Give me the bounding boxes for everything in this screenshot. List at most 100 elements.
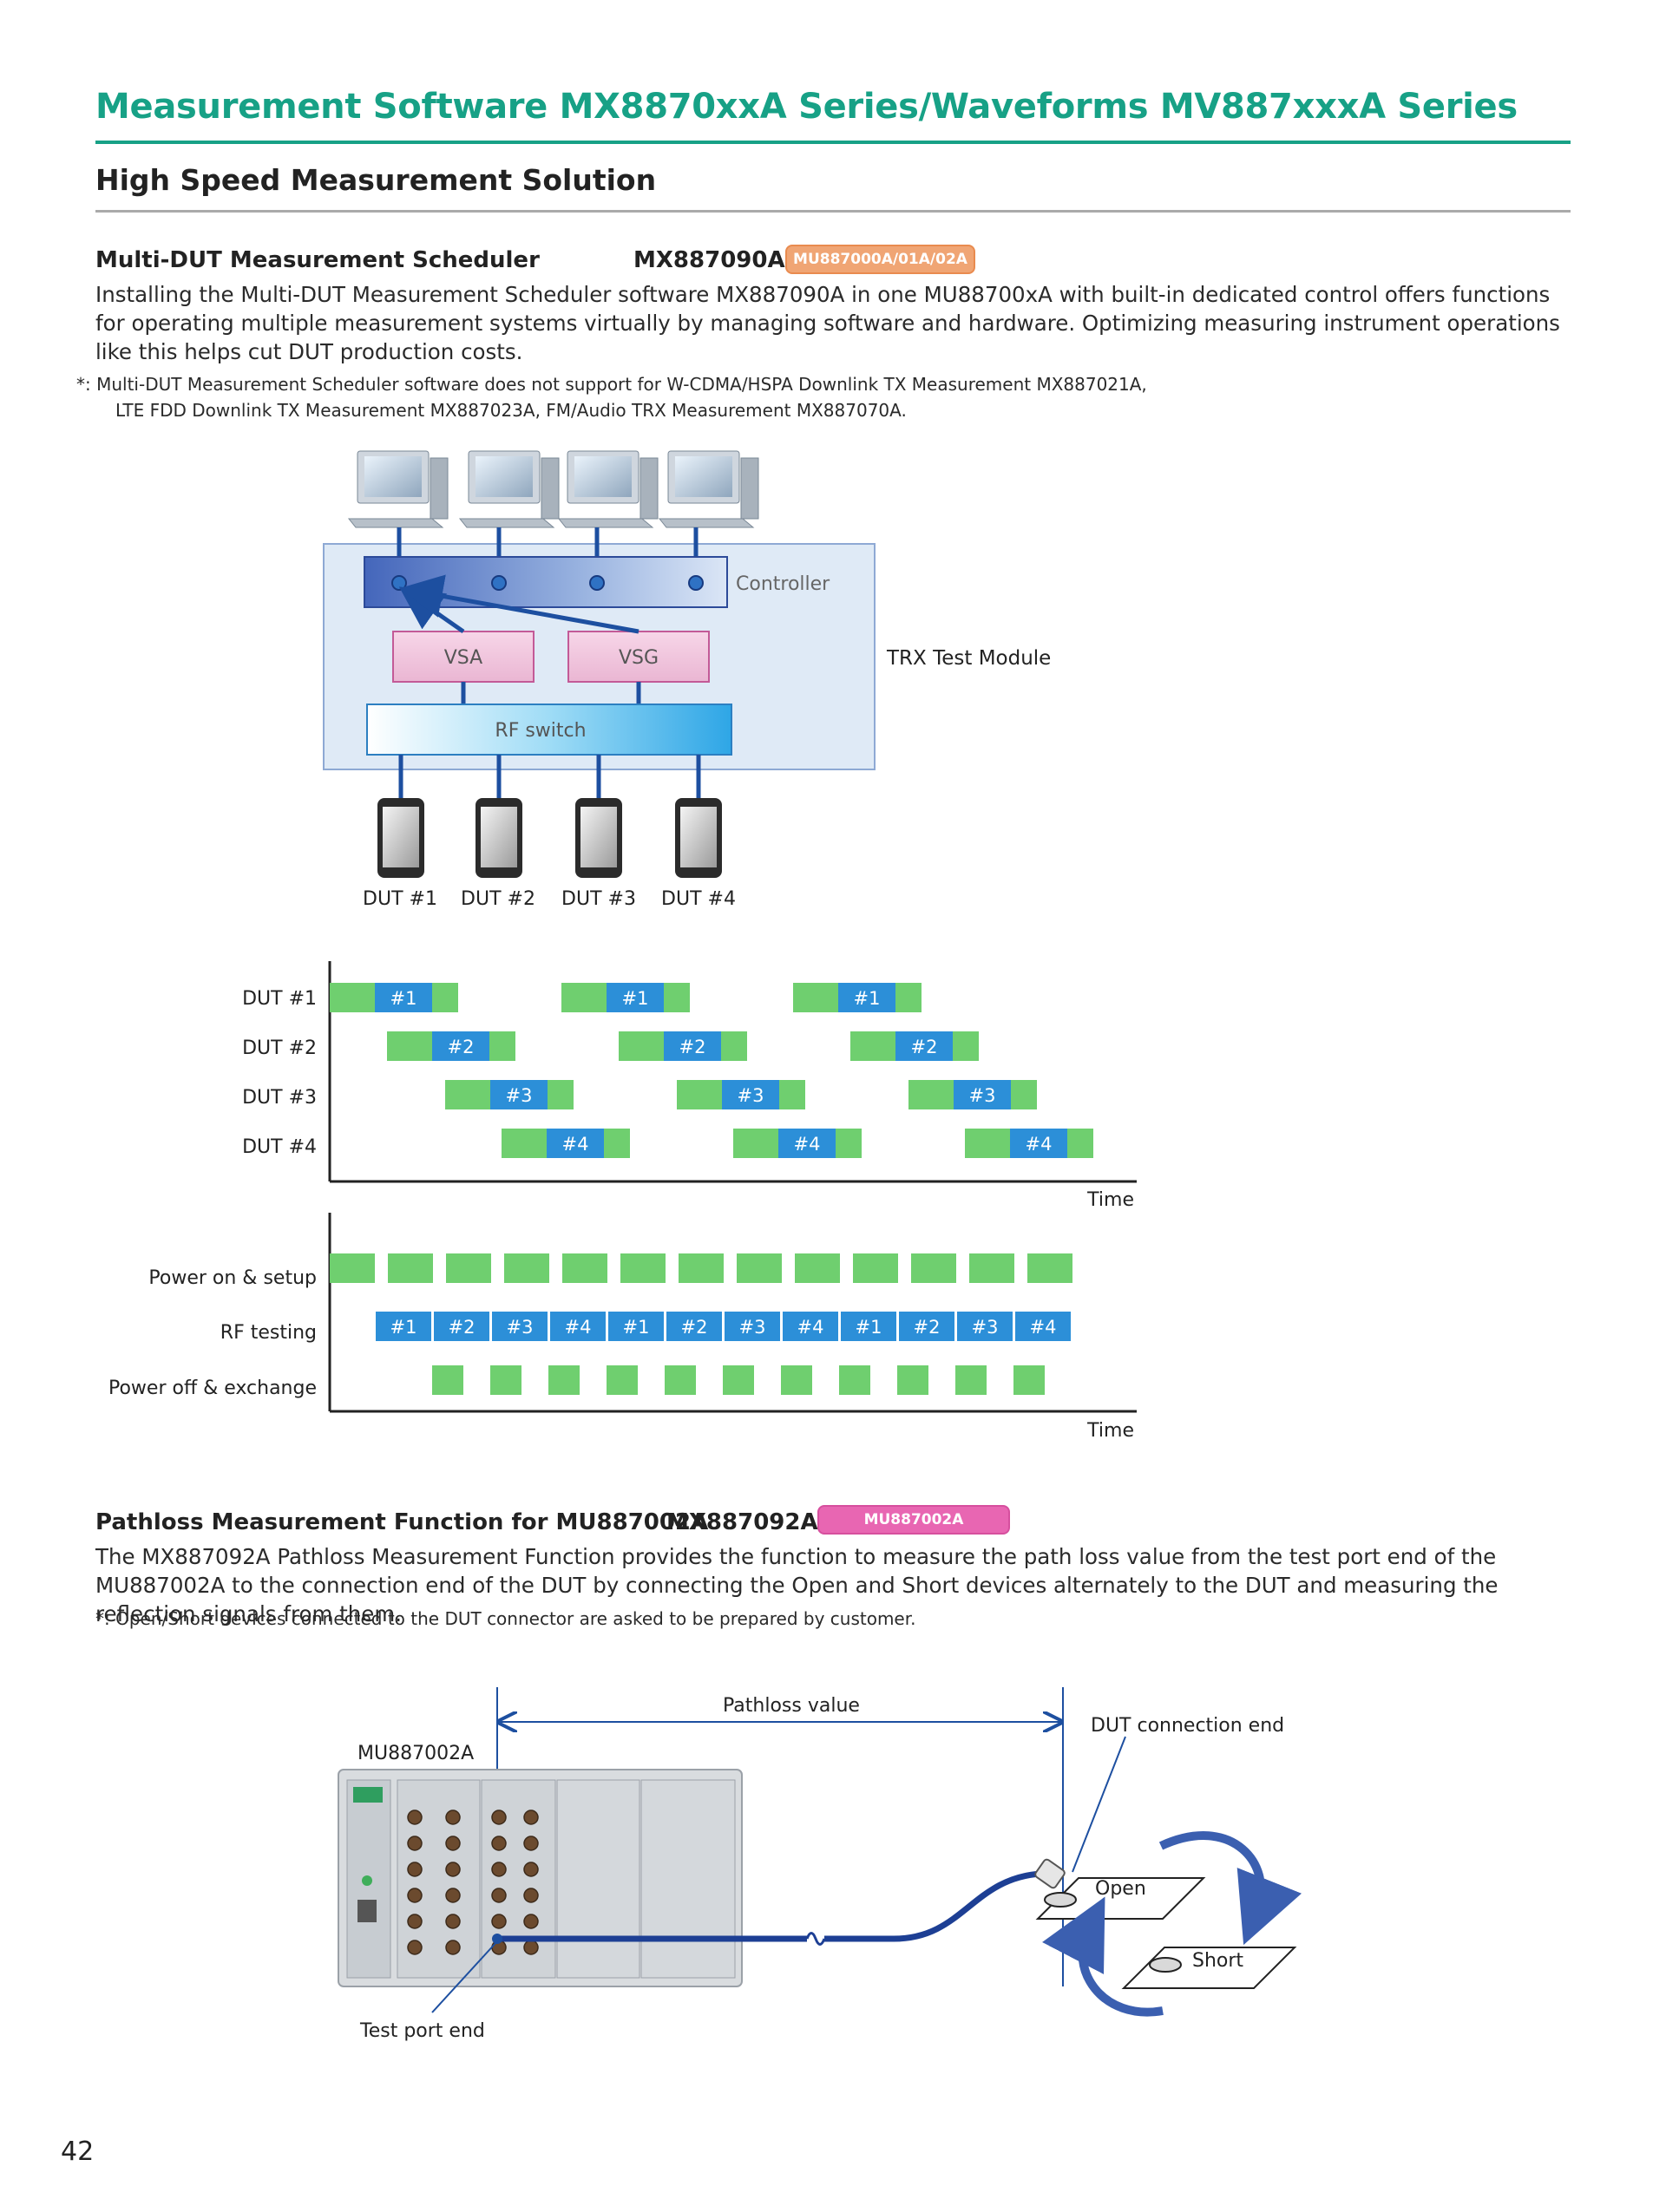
timing2-rf-label: #4 [1030, 1317, 1057, 1338]
timing2-rf-label: #3 [972, 1317, 999, 1338]
timing2-setup-bar [388, 1253, 433, 1283]
cycle-arrow-icon-2 [1042, 1896, 1164, 2017]
timing1-block-label: #1 [622, 988, 649, 1009]
timing2-rf-label: #4 [565, 1317, 592, 1338]
timing2-setup-bar [853, 1253, 898, 1283]
timing1-block-label: #2 [679, 1037, 706, 1057]
timing2-rf-label: #1 [623, 1317, 650, 1338]
section1-badge: MU887000A/01A/02A [785, 245, 975, 274]
section2-badge: MU887002A [817, 1505, 1010, 1535]
rf-switch-block [366, 704, 732, 756]
timing2-row-label-3: Power off & exchange [108, 1378, 317, 1399]
timing1-time-label: Time [1086, 1189, 1134, 1211]
timing2-rf-bar [957, 1312, 1013, 1341]
pc-icon-1 [347, 450, 449, 528]
timing2-exchange-bar [723, 1365, 754, 1395]
timing2-rf-bar [376, 1312, 431, 1341]
timing2-setup-bar [620, 1253, 666, 1283]
open-label: Open [1095, 1878, 1146, 1900]
timing1-blue-bar [375, 983, 432, 1012]
timing2-setup-bar [679, 1253, 724, 1283]
timing2-exchange-bar [955, 1365, 987, 1395]
timing1-block-label: #1 [390, 988, 417, 1009]
dut-phone-icon-4 [675, 798, 722, 878]
timing1-blue-bar [664, 1031, 721, 1061]
timing2-rf-label: #2 [681, 1317, 708, 1338]
section1-body: Installing the Multi-DUT Measurement Sch… [95, 282, 1560, 364]
timing2-setup-bar [562, 1253, 607, 1283]
timing1-blue-bar [432, 1031, 489, 1061]
timing1-block-label: #2 [448, 1037, 475, 1057]
timing2-rf-bar [550, 1312, 606, 1341]
timing2-exchange-bar [490, 1365, 521, 1395]
timing2-row-label-1: Power on & setup [148, 1267, 317, 1289]
timing2-rf-bar [608, 1312, 664, 1341]
timing1-blue-bar [895, 1031, 953, 1061]
timing2-row-label-2: RF testing [220, 1322, 317, 1344]
timing2-setup-bar [504, 1253, 549, 1283]
pc-icon-4 [658, 450, 759, 528]
timing1-blue-bar [490, 1080, 548, 1109]
timing2-rf-bar [492, 1312, 548, 1341]
page-subtitle: High Speed Measurement Solution [95, 163, 657, 197]
page-number: 42 [61, 2137, 95, 2167]
timing1-row-label-2: DUT #2 [242, 1037, 317, 1059]
pc-icon-2 [458, 450, 560, 528]
dut-phone-icon-1 [377, 798, 424, 878]
timing1-blue-bar [778, 1129, 836, 1158]
timing1-blue-bar [838, 983, 895, 1012]
section2-body: The MX887092A Pathloss Measurement Funct… [95, 1544, 1499, 1626]
timing1-row-label-4: DUT #4 [242, 1136, 317, 1158]
short-label: Short [1192, 1950, 1243, 1972]
timing2-rf-bar [841, 1312, 896, 1341]
timing2-rf-bar [783, 1312, 838, 1341]
timing-chart-per-dut: DUT #1 DUT #2 DUT #3 DUT #4 #1#1#1#2#2#2… [242, 961, 1137, 1211]
pathloss-diagram: Pathloss value MU887002A DUT connection … [338, 1687, 1302, 2042]
timing2-rf-label: #2 [449, 1317, 476, 1338]
timing2-setup-bar [911, 1253, 956, 1283]
section2-model: MX887092A [666, 1509, 818, 1535]
timing2-rf-bar [666, 1312, 722, 1341]
section1-note-line1: *: Multi-DUT Measurement Scheduler softw… [76, 374, 1147, 395]
timing1-block-label: #2 [911, 1037, 938, 1057]
timing-chart-sequence: Power on & setup RF testing Power off & … [108, 1213, 1137, 1442]
timing2-setup-bar [969, 1253, 1014, 1283]
dut-label-1: DUT #1 [363, 888, 437, 910]
trx-module-label: TRX Test Module [886, 647, 1051, 670]
timing2-setup-bar [330, 1253, 375, 1283]
vsa-label: VSA [444, 647, 482, 669]
timing2-exchange-bar [548, 1365, 580, 1395]
vsa-block [392, 631, 535, 683]
timing1-block-label: #3 [738, 1085, 764, 1106]
timing2-rf-label: #1 [390, 1317, 417, 1338]
timing2-rf-label: #3 [507, 1317, 534, 1338]
timing2-rf-bar [434, 1312, 489, 1341]
timing2-exchange-bar [607, 1365, 638, 1395]
section2-heading: Pathloss Measurement Function for MU8870… [95, 1509, 709, 1535]
dut-phone-icon-3 [575, 798, 622, 878]
dut-label-3: DUT #3 [561, 888, 636, 910]
timing2-setup-bar [1027, 1253, 1072, 1283]
timing1-block-label: #4 [562, 1134, 589, 1155]
controller-label: Controller [736, 573, 830, 595]
dut-label-2: DUT #2 [461, 888, 535, 910]
dut-label-4: DUT #4 [661, 888, 736, 910]
timing2-rf-bar [1015, 1312, 1071, 1341]
timing2-rf-bar [725, 1312, 780, 1341]
page-title: Measurement Software MX8870xxA Series/Wa… [95, 87, 1518, 127]
timing2-exchange-bar [897, 1365, 928, 1395]
timing1-blue-bar [722, 1080, 779, 1109]
timing1-blue-bar [954, 1080, 1011, 1109]
vsg-block [567, 631, 710, 683]
section1-note-line2: LTE FDD Downlink TX Measurement MX887023… [115, 400, 907, 421]
timing1-block-label: #3 [969, 1085, 996, 1106]
test-port-end-label: Test port end [359, 2020, 485, 2042]
section1-heading: Multi-DUT Measurement Scheduler [95, 247, 540, 273]
dut-connection-end-label: DUT connection end [1091, 1715, 1284, 1737]
pathloss-value-label: Pathloss value [723, 1695, 860, 1717]
timing1-block-label: #1 [854, 988, 881, 1009]
vsg-label: VSG [619, 647, 659, 669]
timing2-rf-bar [899, 1312, 954, 1341]
mu887002a-instrument-image [338, 1769, 743, 1987]
